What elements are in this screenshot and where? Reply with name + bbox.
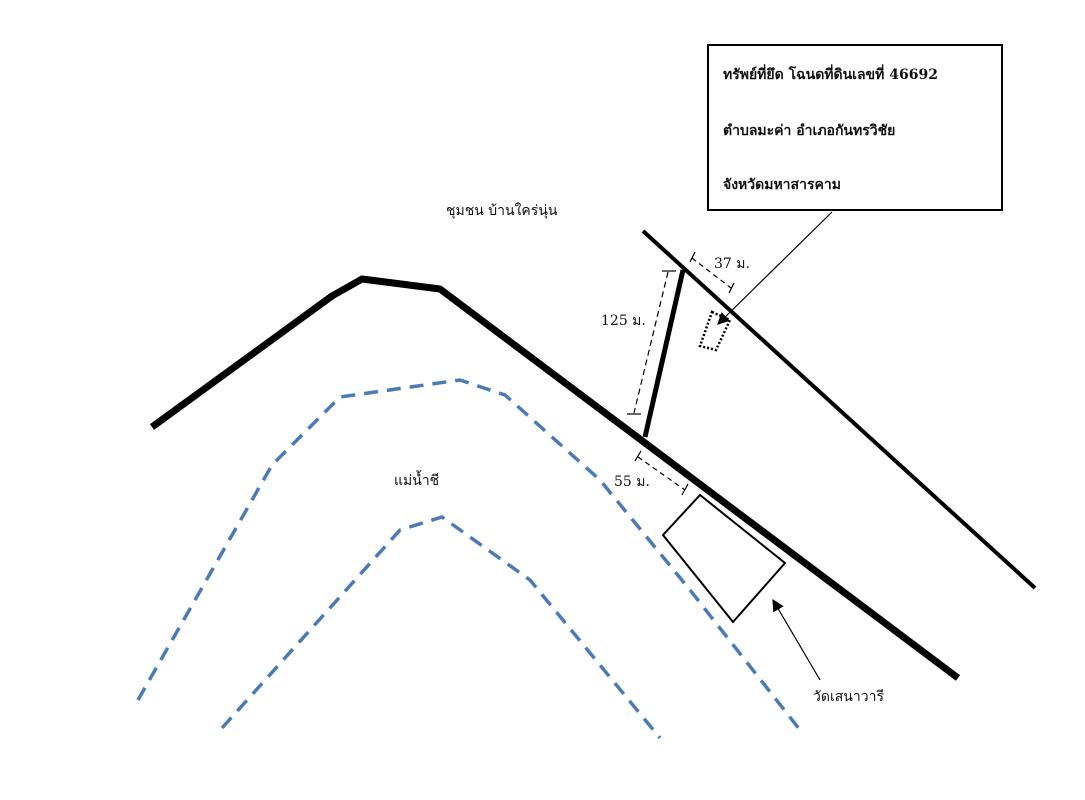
- seized-plot-marker: [698, 310, 732, 352]
- temple-label: วัดเสนาวารี: [813, 689, 884, 705]
- temple-distance-label: 55 ม.: [614, 474, 650, 490]
- river-label: แม่น้ำชี: [394, 473, 440, 489]
- river-bank-outer: [136, 378, 802, 732]
- province: จังหวัดมหาสารคาม: [723, 177, 841, 193]
- deed-title: ทรัพย์ที่ยึด โฉนดที่ดินเลขที่ 46692: [723, 67, 938, 83]
- subdistrict-district: ตำบลมะค่า อำเภอกันทรวิชัย: [723, 123, 896, 139]
- dimension-55: [634, 450, 689, 496]
- temple-outline: [661, 493, 787, 624]
- property-info-box: ทรัพย์ที่ยึด โฉนดที่ดินเลขที่ 46692 ตำบล…: [707, 44, 1003, 211]
- frontage-label: 37 ม.: [714, 256, 750, 272]
- main-road: [149, 275, 961, 681]
- community-label: ชุมชน บ้านใคร่นุ่น: [446, 203, 558, 219]
- depth-label: 125 ม.: [601, 313, 646, 329]
- dimension-37: [689, 251, 735, 294]
- dimension-125: [627, 270, 676, 415]
- river-bank-inner: [220, 515, 662, 740]
- upper-road: [641, 229, 1037, 590]
- plot-leader-line: [717, 211, 833, 325]
- plot-side-boundary: [642, 269, 686, 438]
- temple-arrow: [772, 598, 821, 681]
